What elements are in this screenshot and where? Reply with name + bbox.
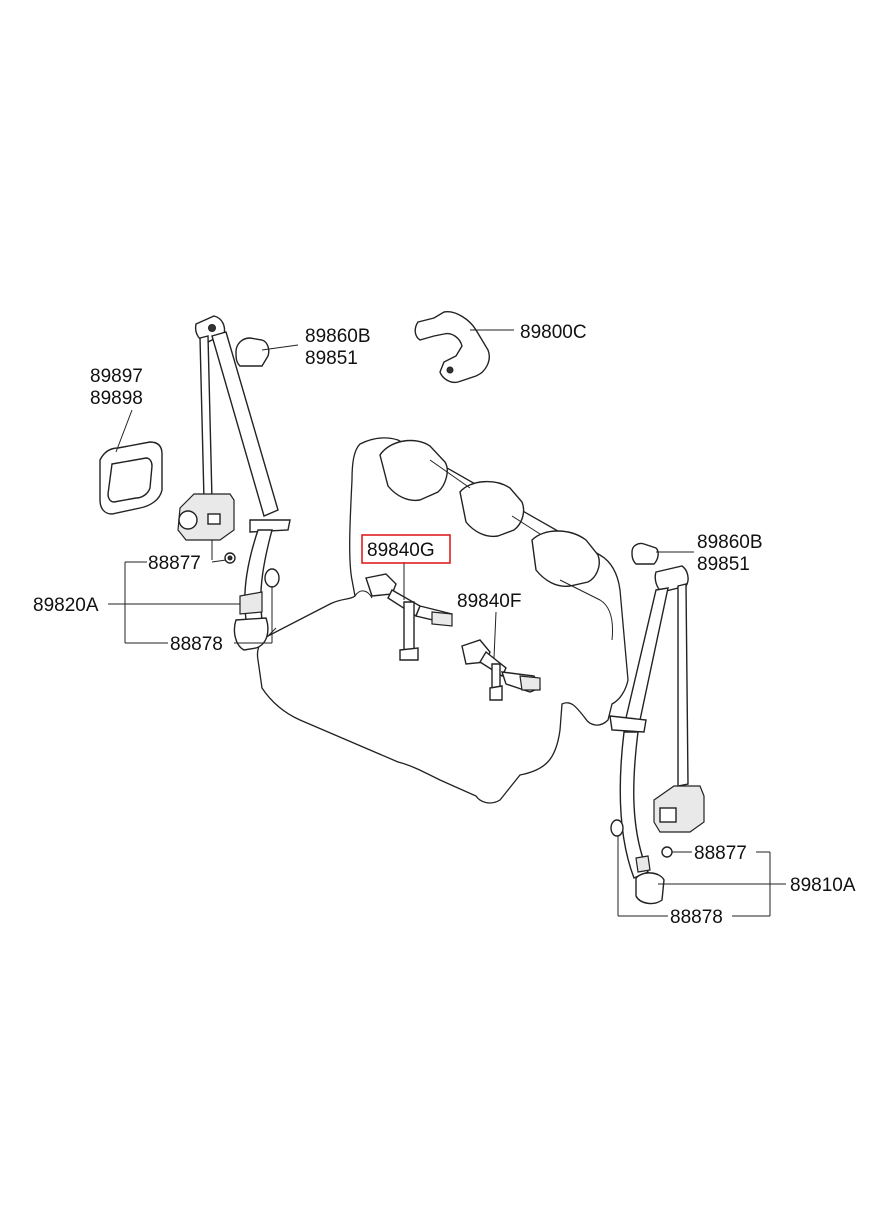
label-89800C[interactable]: 89800C [520, 322, 587, 343]
left-seat-belt-assembly[interactable] [177, 315, 291, 651]
label-89897[interactable]: 89897 [90, 366, 143, 387]
label-88878-left[interactable]: 88878 [170, 634, 223, 655]
label-88877-right[interactable]: 88877 [694, 843, 747, 864]
part-labels: 89860B 89851 89800C 89897 89898 88877 89… [33, 322, 856, 928]
center-belt-89840F[interactable] [461, 639, 541, 701]
cap-part-top[interactable] [235, 337, 270, 367]
label-88877-left[interactable]: 88877 [148, 553, 201, 574]
highlight-box-89840G [361, 534, 451, 564]
label-88878-right[interactable]: 88878 [670, 907, 723, 928]
label-89820A[interactable]: 89820A [33, 595, 99, 616]
label-89840G[interactable]: 89840G [367, 540, 435, 561]
label-89840F[interactable]: 89840F [457, 591, 521, 612]
label-89898[interactable]: 89898 [90, 388, 143, 409]
label-89810A[interactable]: 89810A [790, 875, 856, 896]
label-89851-right[interactable]: 89851 [697, 554, 750, 575]
label-89860B-right[interactable]: 89860B [697, 532, 763, 553]
rear-seat-drawing [256, 437, 629, 804]
label-89851-top[interactable]: 89851 [305, 348, 358, 369]
right-seat-belt-assembly[interactable] [609, 542, 705, 905]
trim-cover-part[interactable] [99, 441, 163, 515]
bracket-part[interactable] [414, 311, 490, 384]
leader-lines [108, 329, 786, 917]
center-buckle-89840G[interactable] [365, 573, 453, 661]
label-89860B-top[interactable]: 89860B [305, 326, 371, 347]
